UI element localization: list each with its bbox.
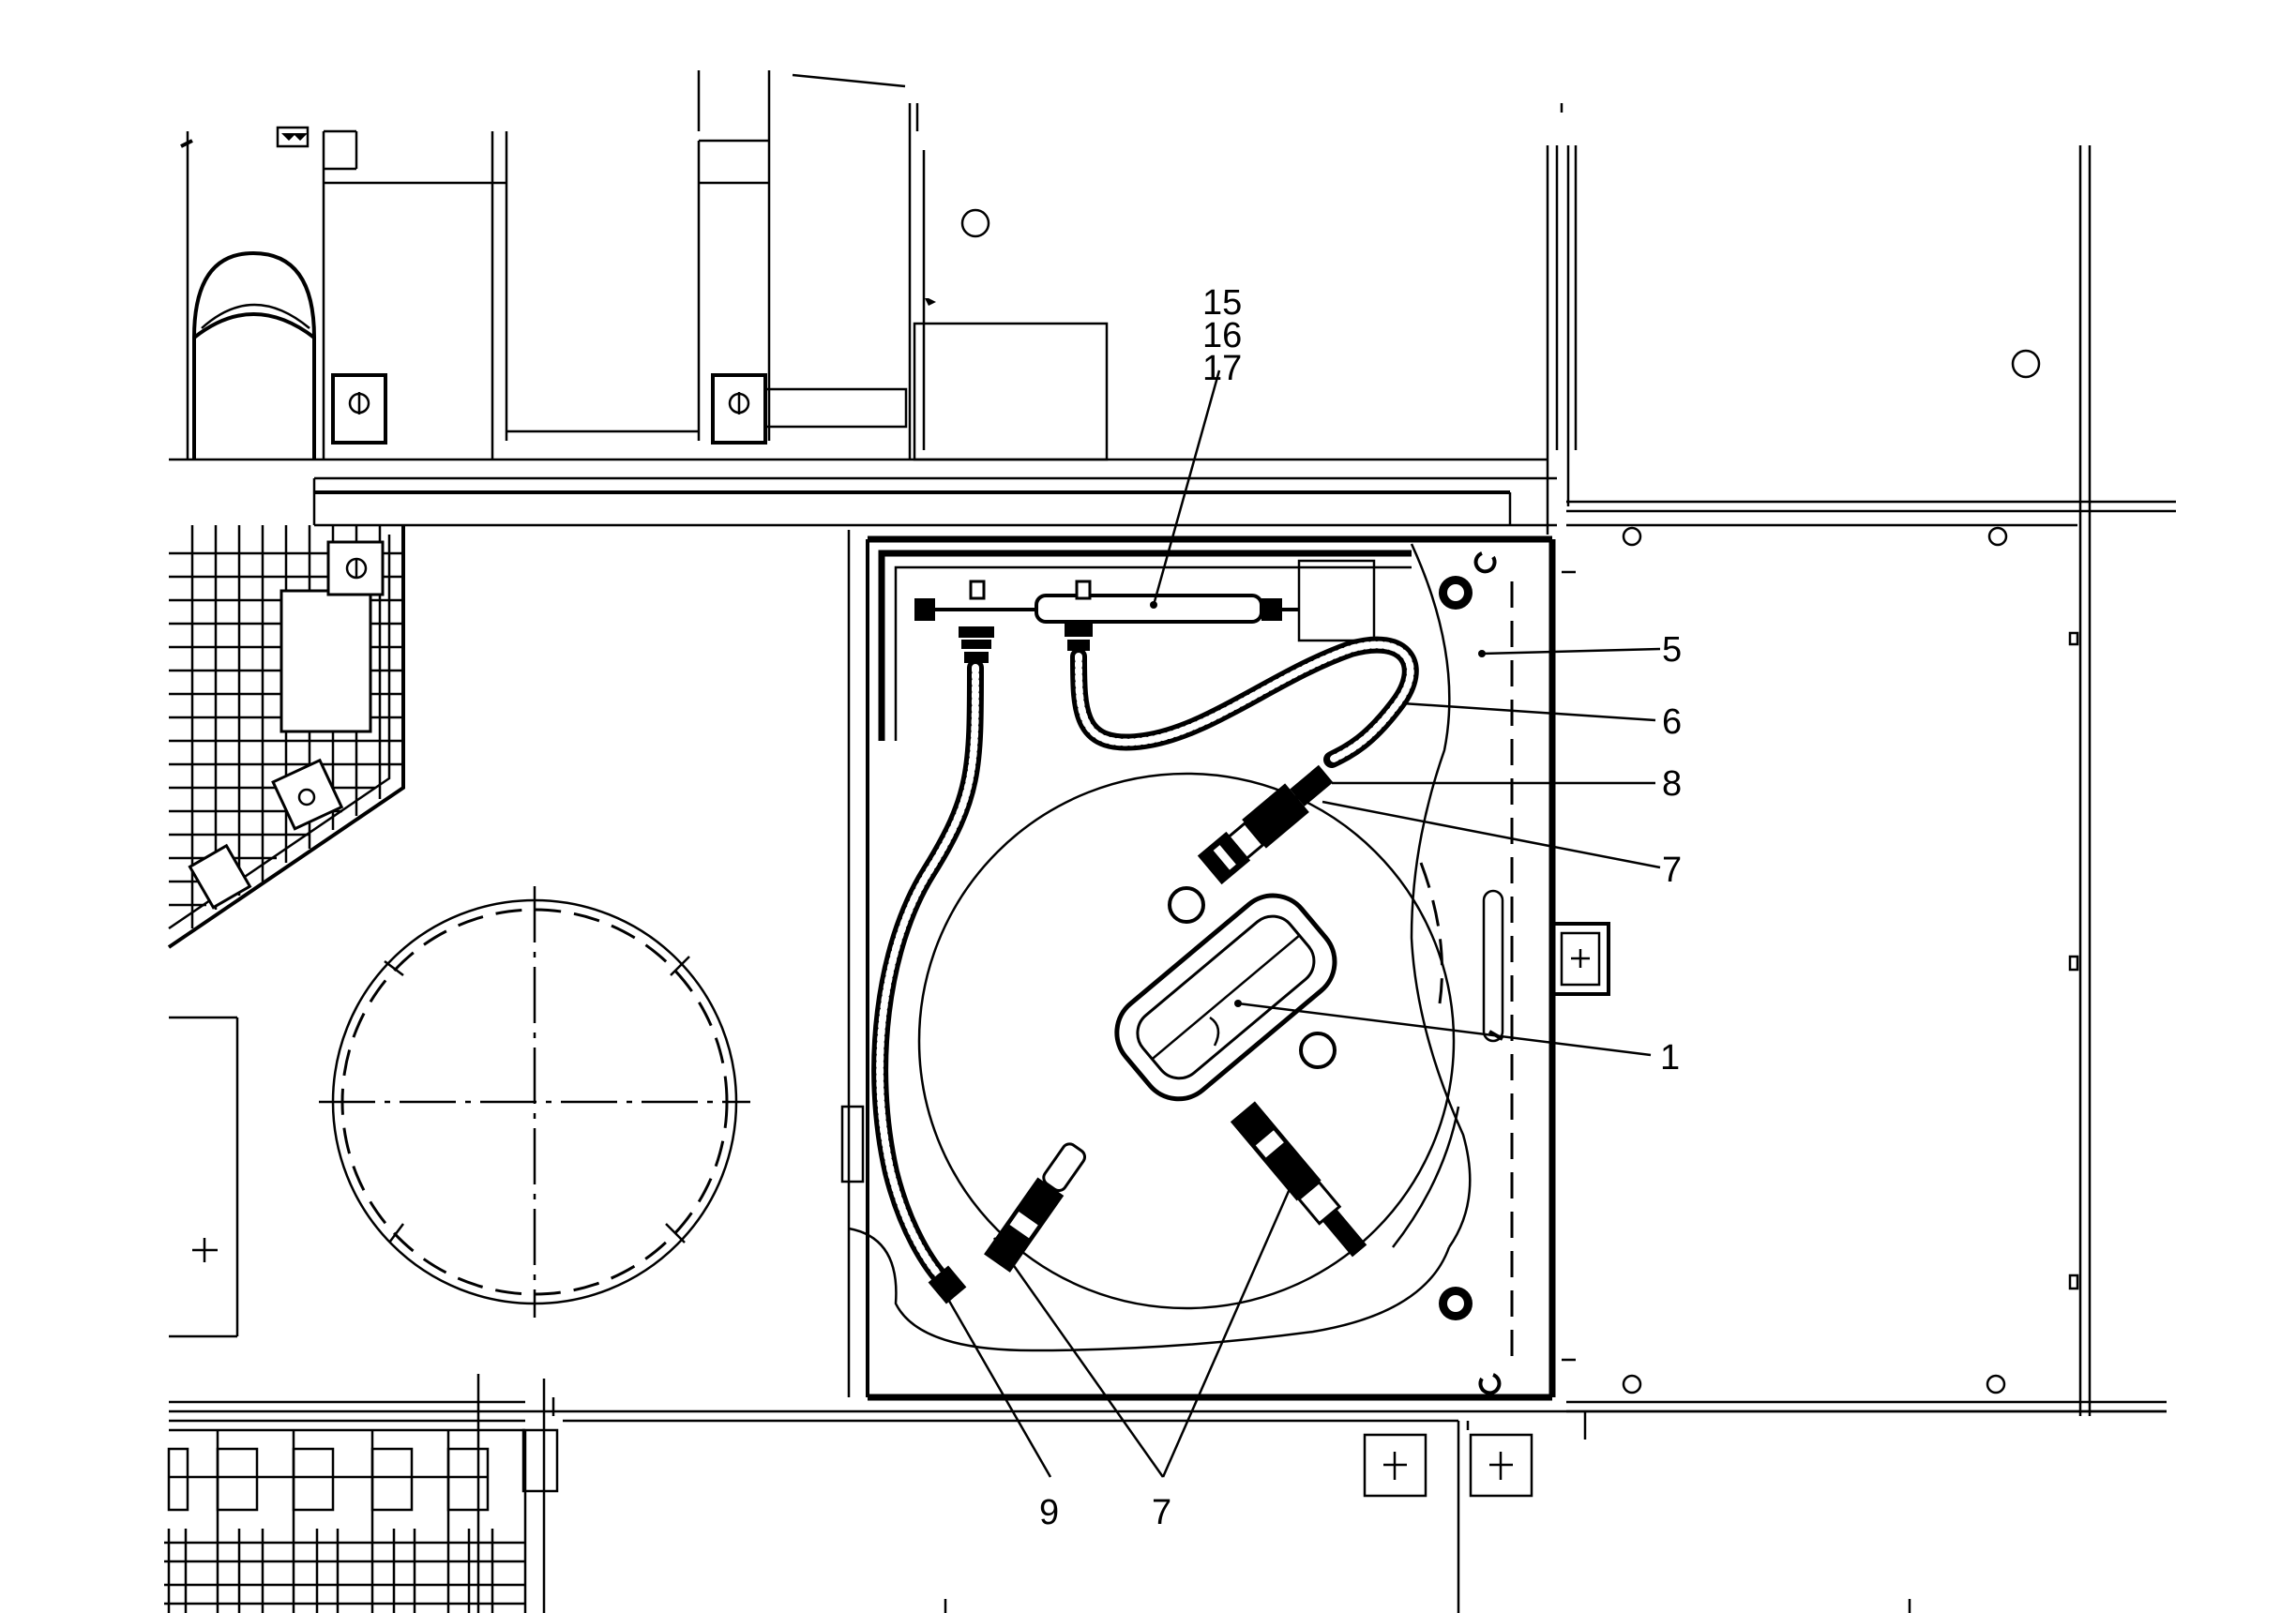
callout-7-bottom: 7 bbox=[1152, 1493, 1171, 1532]
fittings bbox=[928, 764, 1367, 1304]
item-1-body bbox=[1114, 886, 1337, 1102]
leader-lines bbox=[941, 369, 1661, 1478]
right-panels bbox=[1546, 103, 2176, 1416]
large-circle-hatch bbox=[169, 886, 750, 1338]
callout-8: 8 bbox=[1662, 764, 1682, 804]
callout-17: 17 bbox=[1202, 349, 1242, 388]
callout-1: 1 bbox=[1660, 1038, 1680, 1078]
left-grid bbox=[167, 525, 405, 949]
callout-labels: 15 16 17 5 6 8 7 1 9 7 bbox=[1039, 283, 1682, 1532]
top-left-machinery bbox=[169, 70, 1557, 535]
callout-7-right: 7 bbox=[1662, 851, 1682, 890]
bottom-left-blocks bbox=[164, 1374, 1911, 1613]
callout-15: 15 bbox=[1202, 283, 1242, 323]
manifold-assembly bbox=[914, 580, 1299, 663]
center-enclosure bbox=[840, 530, 1576, 1401]
callout-5: 5 bbox=[1662, 630, 1682, 670]
callout-9: 9 bbox=[1039, 1493, 1059, 1532]
callout-6: 6 bbox=[1662, 702, 1682, 742]
bottom-floor bbox=[525, 1409, 2167, 1613]
hoses bbox=[871, 636, 1419, 1293]
callout-16: 16 bbox=[1202, 316, 1242, 355]
